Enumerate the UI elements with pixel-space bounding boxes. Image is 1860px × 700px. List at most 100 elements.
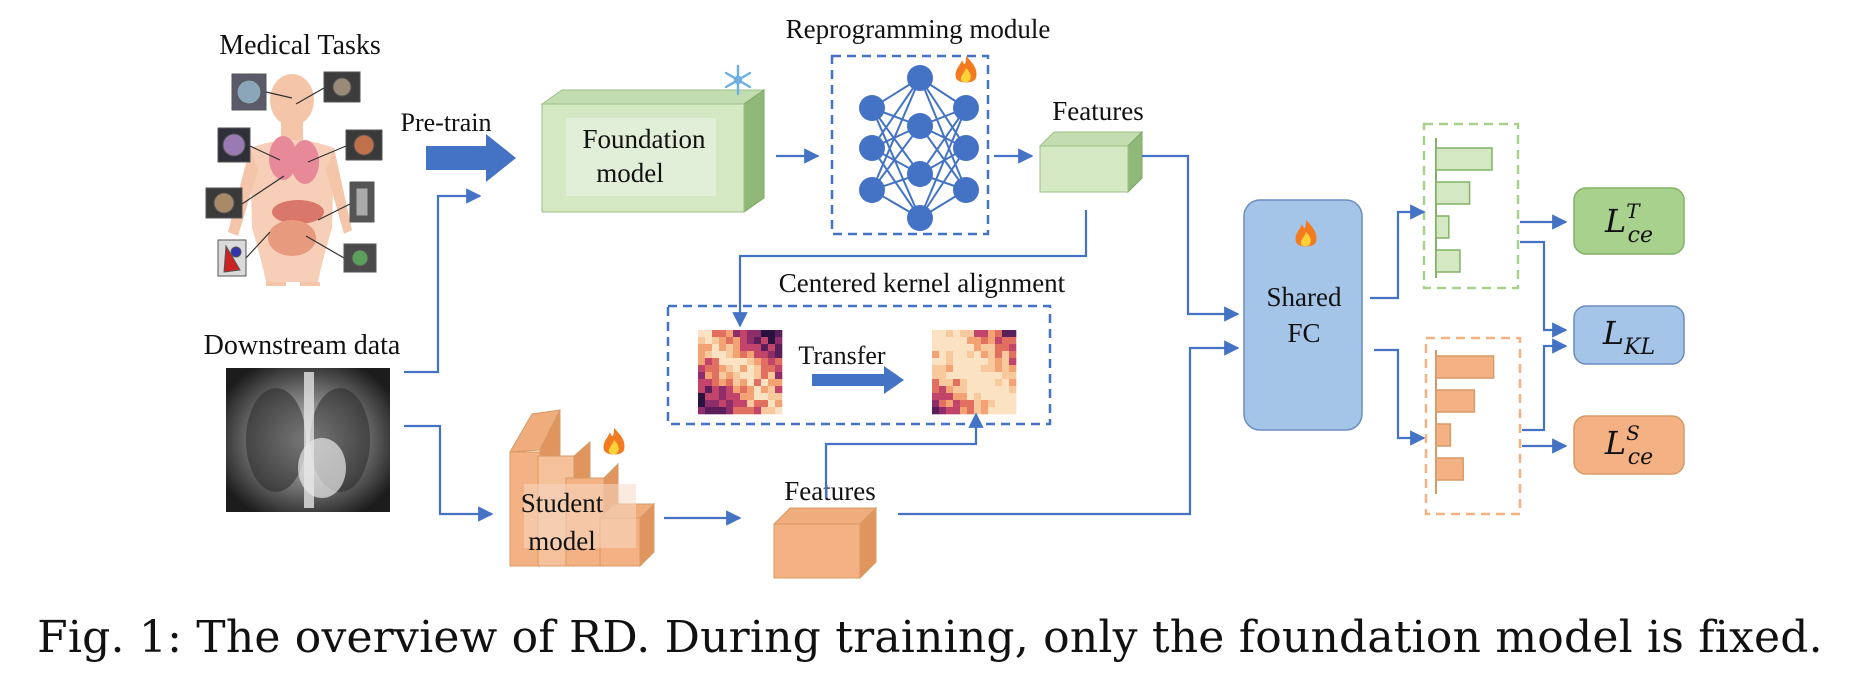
snowflake-icon	[724, 64, 752, 96]
nn-edge	[919, 147, 967, 219]
nn-node	[907, 113, 933, 139]
arrow-student-hist-to-lkl	[1522, 338, 1568, 432]
heatmap-cell	[733, 379, 741, 387]
heatmap-cell	[740, 393, 748, 401]
heatmap-cell	[740, 386, 748, 394]
nn-node	[953, 177, 979, 203]
heatmap-cell	[733, 337, 741, 345]
features-bottom-label: Features	[784, 476, 875, 506]
heatmap-cell	[705, 379, 713, 387]
heatmap-cell	[740, 379, 748, 387]
heatmap-cell	[960, 393, 968, 401]
heatmap-cell	[953, 393, 961, 401]
heatmap-cell	[712, 337, 720, 345]
heatmap-cell	[953, 400, 961, 408]
heatmap-cell	[712, 400, 720, 408]
heatmap-cell	[740, 372, 748, 380]
heatmap-cell	[960, 351, 968, 359]
heatmap-cell	[705, 386, 713, 394]
heatmap-cell	[761, 337, 769, 345]
heatmap-cell	[974, 372, 982, 380]
nn-node	[859, 95, 885, 121]
heatmap-cell	[946, 365, 954, 373]
heatmap-cell	[733, 351, 741, 359]
heatmap-cell	[712, 407, 720, 415]
shared-fc-block	[1243, 199, 1363, 431]
heatmap-cell	[939, 358, 947, 366]
heatmap-cell	[946, 358, 954, 366]
heatmap-cell	[981, 393, 989, 401]
heatmap-cell	[974, 344, 982, 352]
heatmap-cell	[1002, 393, 1010, 401]
heatmap-cell	[1009, 358, 1017, 366]
heatmap-cell	[967, 330, 975, 338]
heatmap-cell	[932, 393, 940, 401]
heatmap-cell	[747, 386, 755, 394]
heatmap-cell	[726, 400, 734, 408]
heatmap-cell	[719, 407, 727, 415]
heatmap-cell	[733, 365, 741, 373]
heatmap-cell	[747, 400, 755, 408]
heatmap-cell	[726, 372, 734, 380]
heatmap-cell	[740, 344, 748, 352]
heatmap-cell	[939, 337, 947, 345]
heatmap-cell	[754, 393, 762, 401]
heatmap-cell	[988, 337, 996, 345]
heatmap-cell	[946, 407, 954, 415]
heatmap-cell	[932, 386, 940, 394]
heatmap-cell	[761, 358, 769, 366]
loss-kl-box	[1573, 305, 1685, 365]
nn-node	[907, 65, 933, 91]
heatmap-cell	[768, 379, 776, 387]
heatmap-cell	[1002, 344, 1010, 352]
foundation-model-block	[540, 89, 766, 213]
heatmap-cell	[768, 358, 776, 366]
heatmap-cell	[733, 330, 741, 338]
heatmap-cell	[754, 365, 762, 373]
heatmap-cell	[960, 365, 968, 373]
heatmap-cell	[768, 344, 776, 352]
heatmap-cell	[953, 372, 961, 380]
heatmap-cell	[761, 379, 769, 387]
heatmap-cell	[698, 365, 706, 373]
heatmap-cell	[698, 351, 706, 359]
heatmap-cell	[733, 400, 741, 408]
heatmap-cell	[761, 372, 769, 380]
connector-arrows	[404, 148, 1568, 526]
heatmap-cell	[953, 407, 961, 415]
heatmap-cell	[995, 358, 1003, 366]
heatmap-cell	[698, 372, 706, 380]
heatmap-cell	[981, 344, 989, 352]
heatmap-cell	[967, 386, 975, 394]
heatmap-cell	[939, 344, 947, 352]
heatmap-cell	[719, 365, 727, 373]
heatmap-cell	[960, 358, 968, 366]
heatmap-cell	[719, 344, 727, 352]
hist-bar	[1435, 355, 1495, 379]
heatmap-cell	[988, 372, 996, 380]
heatmap-cell	[1009, 365, 1017, 373]
heatmap-cell	[754, 330, 762, 338]
heatmap-cell	[967, 372, 975, 380]
heatmap-cell	[932, 358, 940, 366]
heatmap-cell	[988, 407, 996, 415]
heatmap-cell	[953, 379, 961, 387]
heatmap-cell	[946, 400, 954, 408]
heatmap-cell	[775, 393, 783, 401]
heatmap-cell	[946, 344, 954, 352]
heatmap-cell	[698, 337, 706, 345]
heatmap-cell	[761, 400, 769, 408]
heatmap-cell	[960, 407, 968, 415]
features-top-label: Features	[1052, 96, 1143, 126]
heatmap-cell	[747, 372, 755, 380]
heatmap-cell	[981, 358, 989, 366]
heatmap-cell	[775, 330, 783, 338]
heatmap-cell	[726, 358, 734, 366]
nn-node	[859, 177, 885, 203]
heatmap-cell	[1002, 337, 1010, 345]
heatmap-cell	[981, 386, 989, 394]
heatmap-cell	[768, 386, 776, 394]
heatmap-cell	[1002, 386, 1010, 394]
heatmap-cell	[768, 393, 776, 401]
nn-node	[953, 135, 979, 161]
